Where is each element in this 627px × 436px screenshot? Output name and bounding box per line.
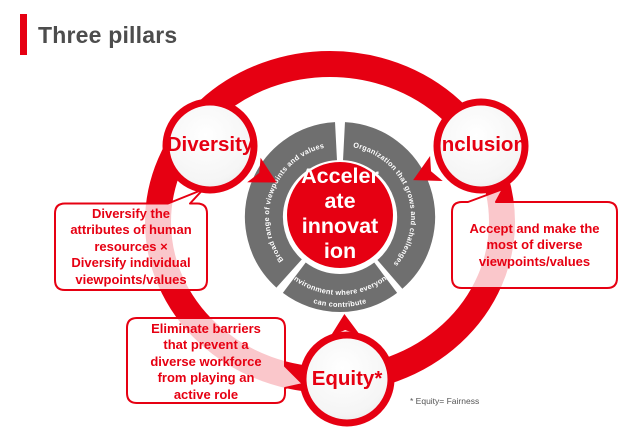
inclusion-callout-bubble [451, 188, 618, 289]
ring-segment-bottom-label-line2: can contribute [312, 296, 367, 309]
center-circle [287, 162, 393, 268]
equity-callout-text: Eliminate barriers that prevent a divers… [150, 321, 262, 402]
title-accent-bar [20, 14, 27, 55]
diversity-callout-text: Diversify the attributes of human resour… [70, 206, 192, 287]
equity-circle [299, 331, 395, 427]
inclusion-arrow-icon [413, 156, 443, 181]
center-circle-label: Acceler ate innovat ion [301, 164, 379, 263]
diversity-callout-bubble [54, 188, 208, 291]
diversity-circle [162, 98, 258, 194]
inclusion-label: Inclusion [436, 133, 526, 156]
ring-segment-left [244, 122, 338, 288]
equity-footnote: * Equity= Fairness [410, 396, 480, 406]
diversity-label: Diversity [166, 133, 254, 156]
diversity-arrow-icon [247, 157, 277, 183]
equity-callout-bubble [126, 317, 304, 404]
equity-arrow-icon [330, 314, 361, 337]
equity-label: Equity* [311, 367, 383, 390]
ring-segment-right [342, 122, 436, 289]
inclusion-circle [433, 98, 529, 194]
ring-segment-bottom [282, 262, 398, 312]
page-title: Three pillars [38, 22, 178, 48]
inclusion-callout-text: Accept and make the most of diverse view… [469, 221, 600, 269]
